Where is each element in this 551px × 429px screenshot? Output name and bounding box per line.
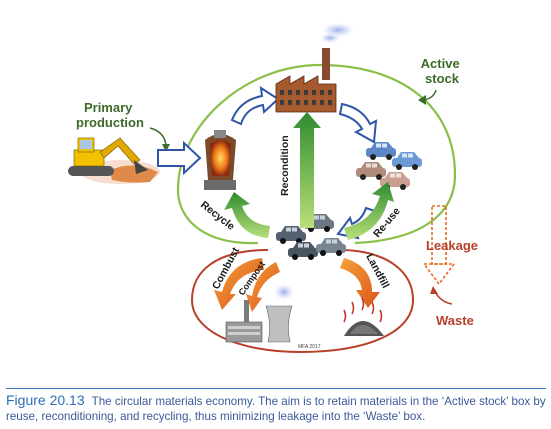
active-stock-loop xyxy=(176,63,457,245)
recycle-arrow xyxy=(224,192,270,238)
credit-label: MFA 2017 xyxy=(298,344,321,350)
recondition-arrow xyxy=(293,112,321,228)
active-stock-label: Active stock xyxy=(421,56,464,86)
landfill-arrow xyxy=(340,258,380,308)
new-cars-icon xyxy=(356,142,422,190)
figure-caption: Figure 20.13 The circular materials econ… xyxy=(6,388,546,424)
waste-label: Waste xyxy=(436,313,474,328)
primary-production-pointer xyxy=(149,127,167,147)
recycle-to-factory-arrow xyxy=(230,85,280,126)
leakage-label: Leakage xyxy=(426,238,478,253)
caption-text: The circular materials economy. The aim … xyxy=(6,395,546,423)
factory-icon xyxy=(275,23,354,113)
waste-pointer-head xyxy=(430,286,438,294)
reuse-arrow xyxy=(344,182,394,240)
active-stock-pointer-head xyxy=(418,95,426,105)
primary-flow-arrow xyxy=(157,140,202,176)
primary-production-pointer-head xyxy=(162,144,170,152)
power-plant-icon xyxy=(225,284,294,343)
excavator-icon xyxy=(68,137,160,184)
landfill-heap-icon xyxy=(343,297,384,336)
combust-arrow xyxy=(214,258,264,310)
waste-loop xyxy=(190,249,415,354)
figure-number: Figure 20.13 xyxy=(6,392,85,408)
primary-production-label: Primary production xyxy=(76,100,144,130)
leakage-arrow xyxy=(422,205,456,286)
recondition-label: Recondition xyxy=(279,135,291,196)
compost-arrow xyxy=(246,262,280,312)
factory-to-cars-arrow xyxy=(338,102,378,144)
furnace-icon xyxy=(204,130,236,190)
